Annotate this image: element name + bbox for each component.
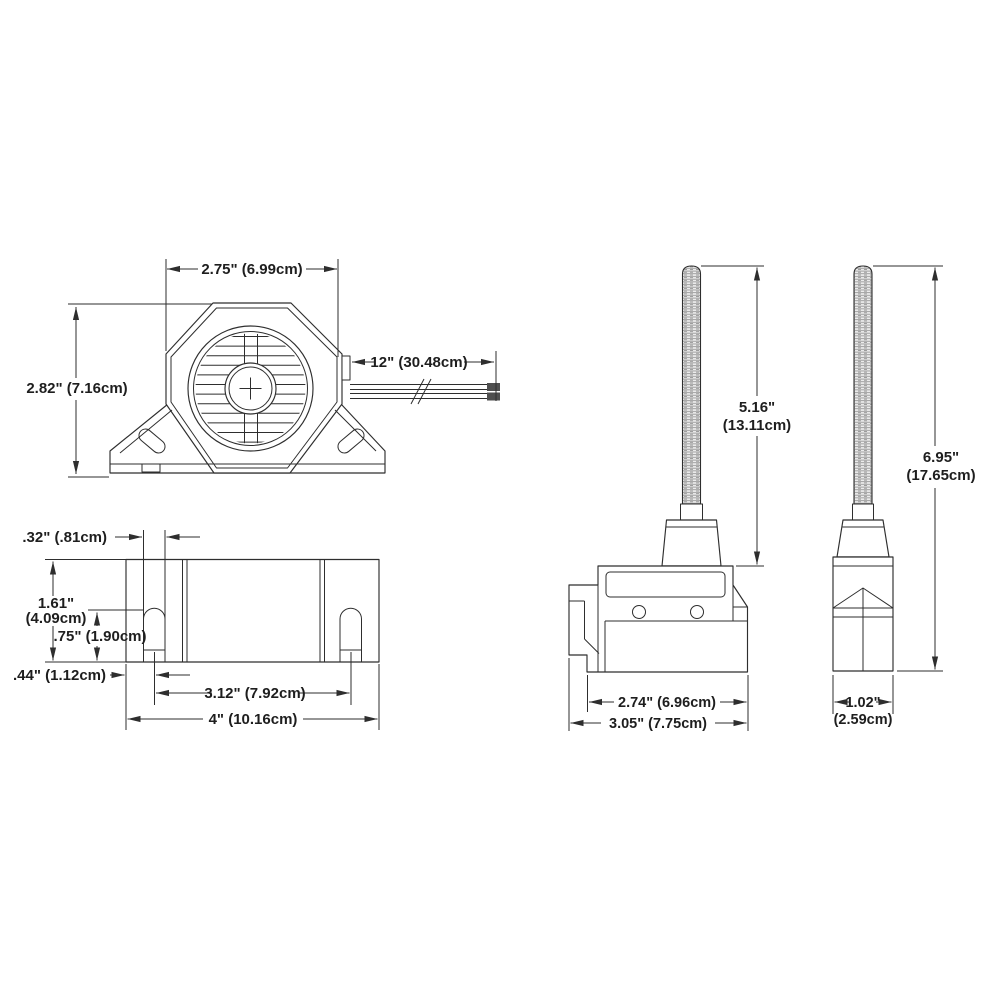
- alarm-side-slot-right: [339, 607, 362, 662]
- dim-label-switch-overall-height-in: 6.95": [923, 449, 959, 466]
- alarm-side-view: .32" (.81cm) 1.61" (4.09cm) .75" (1.90cm…: [13, 529, 380, 730]
- dim-label-slot-width: .32" (.81cm): [22, 529, 107, 546]
- wire-exit-tab: [341, 355, 351, 381]
- switch-bushing-side: [836, 519, 890, 558]
- terminal-cover-plate: [605, 571, 726, 598]
- wire-break-marks: [410, 378, 432, 405]
- screw-left: [632, 605, 646, 619]
- switch-front-view: 5.16" (13.11cm) 2.74" (6.96cm) 3.05" (7.…: [568, 265, 791, 732]
- dim-ext-switch-depth: [832, 675, 894, 714]
- threaded-rod-front: [681, 265, 702, 505]
- threaded-rod-side: [853, 265, 873, 505]
- alarm-side-ribs: [182, 559, 325, 662]
- alarm-base-notch: [141, 463, 161, 473]
- dim-label-switch-body-width: 2.74" (6.96cm): [618, 695, 716, 711]
- wires: [350, 384, 487, 399]
- rod-collar-side: [852, 503, 874, 521]
- dim-label-side-height-in: 1.61": [38, 595, 74, 612]
- dim-label-alarm-height: 2.82" (7.16cm): [26, 380, 127, 397]
- dim-label-switch-depth-cm: (2.59cm): [834, 712, 893, 728]
- rod-collar-front: [680, 503, 703, 521]
- dim-label-alarm-width: 2.75" (6.99cm): [201, 261, 302, 278]
- screw-right: [690, 605, 704, 619]
- grille-center-dome-inner: [228, 366, 273, 411]
- dim-label-side-overall-width: 4" (10.16cm): [209, 711, 298, 728]
- grille-crosshair: [239, 377, 262, 400]
- dim-label-slot-height: .75" (1.90cm): [54, 628, 147, 645]
- wire-tip-bottom: [487, 392, 500, 401]
- dim-ext-alarm-height: [68, 303, 212, 478]
- alarm-foot-slot-right: [337, 428, 365, 454]
- alarm-side-slot-left: [143, 530, 166, 662]
- alarm-octagon-inner: [170, 307, 338, 469]
- dim-label-rod-height-cm: (13.11cm): [723, 417, 791, 434]
- switch-body-side-details: [832, 565, 894, 671]
- dim-label-wire-length: 12" (30.48cm): [370, 354, 467, 371]
- grille-inner-ring: [193, 331, 308, 446]
- alarm-foot-slot-left: [138, 428, 166, 454]
- switch-side-view: 6.95" (17.65cm) 1.02" (2.59cm): [832, 265, 976, 728]
- dim-label-slot-spacing: 3.12" (7.92cm): [204, 685, 305, 702]
- dim-ext-side-height: [45, 559, 126, 663]
- dim-label-edge-to-slot: .44" (1.12cm): [13, 667, 106, 684]
- dim-label-switch-overall-width: 3.05" (7.75cm): [609, 716, 707, 732]
- dim-label-switch-depth-in: 1.02": [845, 695, 880, 711]
- dim-ext-edge-slot: [125, 652, 155, 730]
- dim-ext-rod-height: [701, 265, 764, 567]
- alarm-side-body: [125, 558, 380, 663]
- switch-body-front-details: [569, 585, 748, 672]
- dim-label-rod-height-in: 5.16": [739, 399, 775, 416]
- dim-label-side-height-cm: (4.09cm): [26, 610, 87, 627]
- dim-ext-switch-overall-height: [873, 265, 943, 672]
- alarm-front-view: 2.75" (6.99cm) 2.82" (7.16cm) 12" (30.48…: [26, 259, 500, 478]
- dim-ext-switch-body-width: [587, 675, 749, 731]
- dim-label-switch-overall-height-cm: (17.65cm): [906, 467, 975, 484]
- dim-ext-alarm-width: [165, 259, 339, 357]
- wire-tip-top: [487, 383, 500, 391]
